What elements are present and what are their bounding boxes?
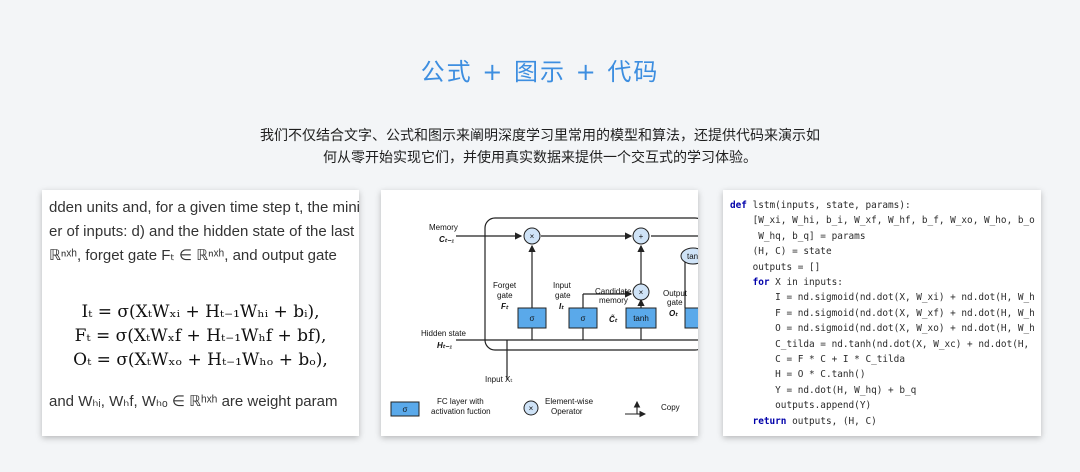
code-line: def lstm(inputs, state, params): — [730, 200, 911, 211]
lstm-diagram-card: σ σ tanh × + × tan Memory Cₜ₋₁ Forget ga… — [381, 190, 698, 436]
code-block: def lstm(inputs, state, params): [W_xi, … — [730, 198, 1035, 429]
code-line: W_hq, b_q] = params — [730, 230, 866, 242]
intro-paragraph: 我们不仅结合文字、公式和图示来阐明深度学习里常用的模型和算法，还提供代码来演示如… — [0, 125, 1080, 169]
code-line: I = nd.sigmoid(nd.dot(X, W_xi) + nd.dot(… — [730, 292, 1035, 304]
candidate-label: memory — [599, 296, 628, 305]
input-sigma-label: σ — [581, 314, 586, 323]
code-line: outputs.append(Y) — [730, 400, 872, 412]
legend-op-label: Operator — [551, 407, 583, 416]
legend-op-swatch — [523, 400, 539, 416]
copy-arrow-icon — [625, 400, 641, 415]
legend-fc-label: activation fuction — [431, 407, 491, 416]
legend-copy-label: Copy — [661, 403, 680, 412]
code-line: Y = nd.dot(H, W_hq) + b_q — [730, 384, 917, 396]
times-symbol: × — [530, 232, 535, 241]
legend-sigma: σ — [403, 405, 408, 414]
formula-card: dden units and, for a given time step t,… — [42, 190, 359, 436]
candidate-tanh-label: tanh — [633, 314, 649, 323]
input-gate-symbol: Iₜ — [559, 302, 564, 311]
code-line: C_tilda = nd.tanh(nd.dot(X, W_xc) + nd.d… — [730, 338, 1030, 350]
times-symbol: × — [639, 288, 644, 297]
legend-op-label: Element-wise — [545, 397, 594, 406]
forget-gate-label: Forget — [493, 281, 517, 290]
code-card: def lstm(inputs, state, params): [W_xi, … — [723, 190, 1041, 436]
code-line: F = nd.sigmoid(nd.dot(X, W_xf) + nd.dot(… — [730, 307, 1035, 319]
input-multiply-op — [632, 283, 650, 301]
forget-gate-box — [517, 307, 547, 329]
equation-input-gate: Iₜ = σ(XₜWₓᵢ + Hₜ₋₁Wₕᵢ + bᵢ), — [81, 302, 320, 322]
output-tanh-op — [680, 247, 698, 265]
legend-times: × — [529, 404, 534, 413]
code-line: outputs = [] — [730, 261, 821, 273]
equation-forget-gate: Fₜ = σ(XₜWₓf + Hₜ₋₁Wₕf + bf), — [74, 326, 327, 346]
output-gate-label: Output — [663, 289, 688, 298]
code-line: return outputs, (H, C) — [752, 415, 877, 427]
code-line: (H, C) = state — [730, 246, 832, 258]
forget-sigma-label: σ — [530, 314, 535, 323]
code-line: for X in inputs: — [752, 277, 843, 289]
candidate-label: Candidate — [595, 287, 632, 296]
formula-text-line: and Wₕᵢ, Wₕf, Wₕₒ ∈ ℝʰˣʰ are weight para… — [49, 393, 338, 410]
plus-symbol: + — [639, 232, 644, 241]
formula-text-line: ℝⁿˣʰ, forget gate Fₜ ∈ ℝⁿˣʰ, and output … — [49, 247, 337, 264]
output-gate-box — [684, 307, 698, 329]
hidden-state-label: Hidden state — [421, 329, 466, 338]
formula-text-line: er of inputs: d) and the hidden state of… — [49, 223, 355, 240]
code-line: C = F * C + I * C_tilda — [730, 354, 905, 366]
memory-symbol: Cₜ₋₁ — [439, 235, 454, 244]
code-line: [W_xi, W_hi, b_i, W_xf, W_hf, b_f, W_xo,… — [730, 215, 1035, 227]
output-gate-symbol: Oₜ — [669, 309, 678, 318]
hidden-state-symbol: Hₜ₋₁ — [437, 341, 452, 350]
candidate-tanh-box — [625, 307, 657, 329]
output-gate-label: gate — [667, 298, 683, 307]
forget-multiply-op — [523, 227, 541, 245]
forget-gate-label: gate — [497, 291, 513, 300]
code-line: O = nd.sigmoid(nd.dot(X, W_xo) + nd.dot(… — [730, 323, 1035, 335]
intro-line-1: 我们不仅结合文字、公式和图示来阐明深度学习里常用的模型和算法，还提供代码来演示如 — [260, 128, 820, 144]
formula-text-line: dden units and, for a given time step t,… — [49, 199, 359, 216]
cell-border — [484, 217, 698, 351]
equation-output-gate: Oₜ = σ(XₜWₓₒ + Hₜ₋₁Wₕₒ + bₒ), — [73, 350, 328, 370]
input-gate-box — [568, 307, 598, 329]
memory-label: Memory — [429, 223, 458, 232]
tanh-partial-label: tan — [687, 252, 698, 261]
legend-fc-label: FC layer with — [437, 397, 484, 406]
input-label: Input Xₜ — [485, 375, 513, 384]
memory-add-op — [632, 227, 650, 245]
section-heading: 公式 + 图示 + 代码 — [420, 58, 660, 86]
input-gate-label: gate — [555, 291, 571, 300]
code-line: H = O * C.tanh() — [730, 369, 866, 381]
candidate-symbol: C̃ₜ — [609, 315, 618, 324]
legend-fc-swatch — [390, 401, 420, 417]
forget-gate-symbol: Fₜ — [501, 302, 509, 311]
input-gate-label: Input — [553, 281, 572, 290]
intro-line-2: 何从零开始实现它们，并使用真实数据来提供一个交互式的学习体验。 — [323, 150, 757, 166]
lstm-diagram: σ σ tanh × + × tan Memory Cₜ₋₁ Forget ga… — [390, 217, 698, 418]
